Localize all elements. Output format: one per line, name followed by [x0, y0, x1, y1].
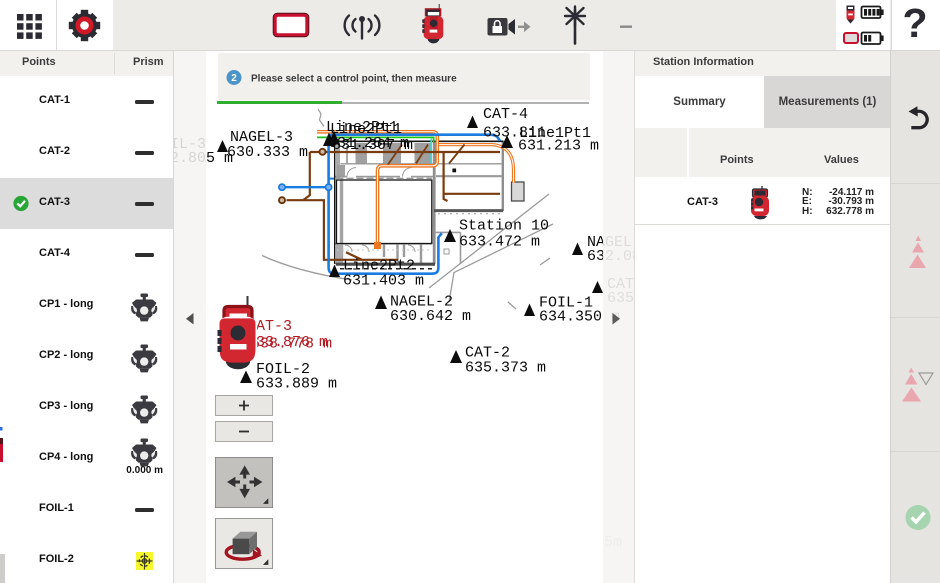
svg-text:NAGEL-2: NAGEL-2: [390, 294, 453, 311]
svg-text:Line2Pt2: Line2Pt2: [343, 258, 415, 275]
svg-text:CAT-2: CAT-2: [465, 345, 510, 362]
svg-text:FOIL-2: FOIL-2: [256, 361, 310, 378]
svg-text:CAT-4: CAT-4: [483, 106, 528, 123]
svg-text:631.213 m: 631.213 m: [518, 138, 599, 155]
svg-text:638.778 m: 638.778 m: [251, 336, 332, 353]
svg-text:CAT-3: CAT-3: [247, 318, 292, 335]
svg-text:FOIL-1: FOIL-1: [539, 295, 593, 312]
svg-text:633.889 m: 633.889 m: [256, 376, 337, 393]
svg-text:631.307 m: 631.307 m: [332, 137, 413, 154]
svg-text:Station 10: Station 10: [459, 218, 549, 235]
svg-text:631.284 m: 631.284 m: [328, 135, 409, 152]
svg-text:633.811: 633.811: [483, 125, 546, 142]
svg-text:2: 2: [231, 73, 237, 84]
svg-text:630.642 m: 630.642 m: [390, 308, 471, 325]
svg-text:633.876 m: 633.876 m: [247, 334, 328, 351]
svg-text:634.350 m: 634.350 m: [539, 309, 620, 326]
svg-text:NAGEL-3: NAGEL-3: [230, 129, 293, 146]
svg-text:635.373 m: 635.373 m: [465, 360, 546, 377]
svg-text:633.472 m: 633.472 m: [459, 234, 540, 251]
svg-text:630.333 m: 630.333 m: [227, 144, 308, 161]
svg-text:631.403 m: 631.403 m: [343, 273, 424, 290]
svg-text:Please select a control point,: Please select a control point, then meas…: [251, 74, 457, 85]
svg-text:Line2Pt1: Line2Pt1: [330, 121, 402, 138]
svg-text:Line2Pt1: Line2Pt1: [326, 119, 398, 136]
svg-text:Line1Pt1: Line1Pt1: [519, 125, 591, 142]
